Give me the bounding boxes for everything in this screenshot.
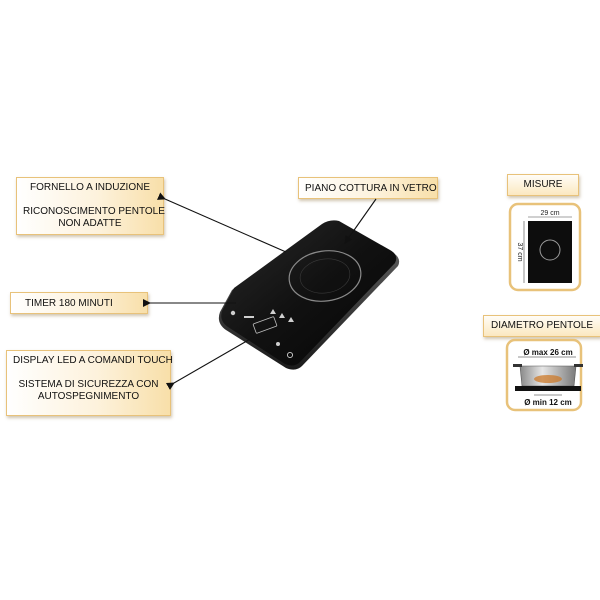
callout-induction-detail-2: NON ADATTE — [58, 218, 122, 229]
measures-width-label: 29 cm — [540, 210, 559, 217]
cooking-zone-ring — [288, 250, 362, 302]
measures-title: MISURE — [507, 174, 579, 196]
callout-display-detail-2: AUTOSPEGNIMENTO — [37, 391, 140, 402]
callout-glass-title: PIANO COTTURA IN VETRO — [305, 183, 437, 194]
cooking-zone-inner — [299, 258, 351, 294]
callout-display: DISPLAY LED A COMANDI TOUCH SISTEMA DI S… — [6, 350, 173, 416]
on-off-icon — [286, 351, 294, 359]
pans-diagram — [505, 338, 583, 412]
callout-timer-title: TIMER 180 MINUTI — [25, 298, 113, 309]
induction-cooktop — [218, 220, 400, 370]
mode-touch-icon — [279, 313, 285, 318]
heat-zone — [534, 375, 562, 383]
callout-induction-title: FORNELLO A INDUZIONE — [29, 182, 151, 193]
pot-right-handle — [574, 364, 583, 367]
cooktop-glass — [221, 220, 397, 366]
measures-cooktop — [528, 221, 572, 283]
callout-induction: FORNELLO A INDUZIONE RICONOSCIMENTO PENT… — [16, 177, 165, 235]
led-display — [252, 316, 278, 334]
pans-cooktop — [515, 386, 581, 391]
power-button-icon — [230, 310, 236, 316]
arrow-display — [165, 337, 253, 390]
pans-min-label: Ø min 12 cm — [524, 398, 572, 407]
brand-mark — [244, 316, 254, 318]
arrow-induction — [156, 192, 287, 253]
measures-height-label: 37 cm — [516, 242, 523, 261]
callout-induction-detail-1: RICONOSCIMENTO PENTOLE — [23, 206, 165, 217]
callout-display-detail-1: SISTEMA DI SICUREZZA CON — [18, 379, 159, 390]
pans-max-label: Ø max 26 cm — [523, 348, 572, 357]
minus-touch-icon — [288, 317, 294, 322]
plus-touch-icon — [270, 309, 276, 314]
control-panel — [230, 309, 294, 359]
measures-zone — [539, 239, 561, 261]
pot-left-handle — [513, 364, 522, 367]
arrow-glass — [344, 198, 377, 244]
callout-display-title: DISPLAY LED A COMANDI TOUCH — [13, 355, 173, 366]
measures-diagram — [508, 202, 582, 292]
timer-touch-icon — [276, 342, 280, 346]
callout-timer: TIMER 180 MINUTI — [10, 292, 148, 314]
callout-glass: PIANO COTTURA IN VETRO — [298, 177, 438, 199]
pans-title: DIAMETRO PENTOLE — [483, 315, 600, 337]
